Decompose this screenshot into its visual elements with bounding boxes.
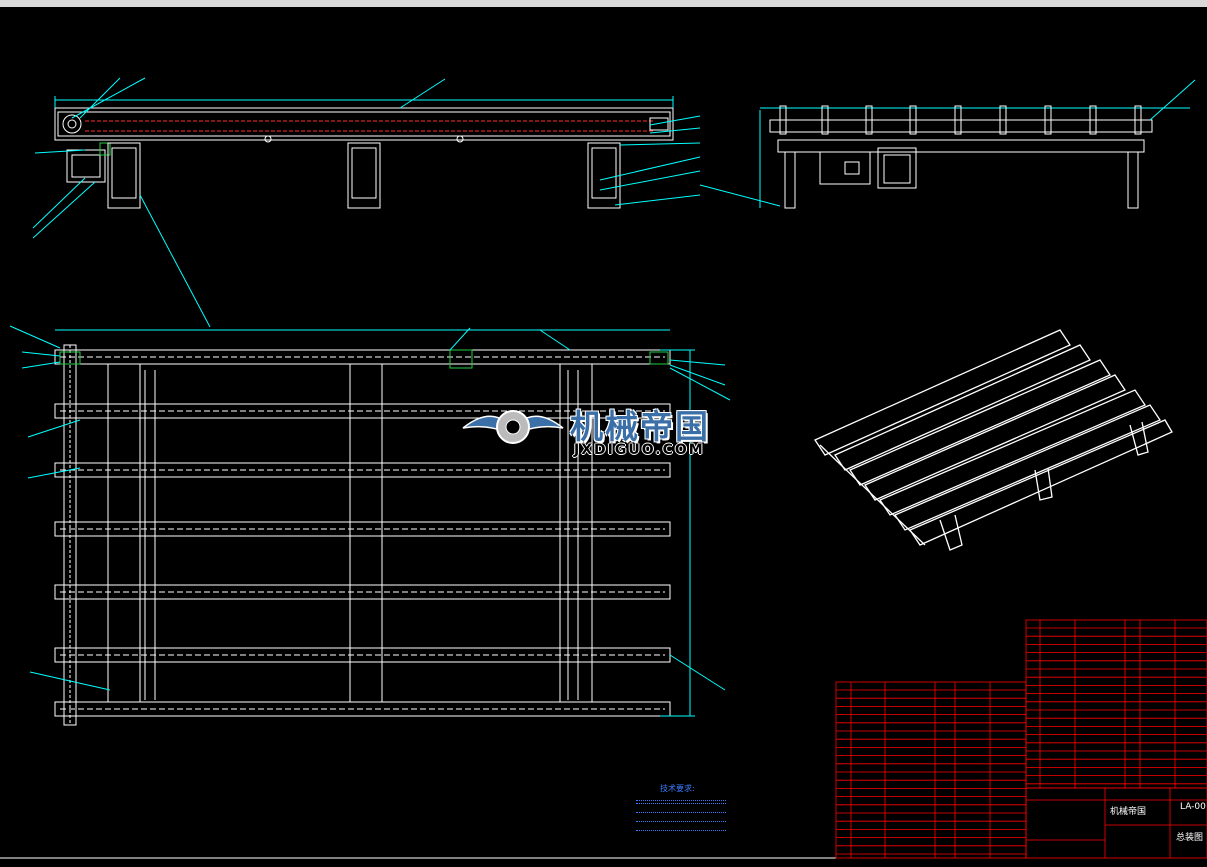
front-elevation-view — [32, 77, 701, 328]
bom-table — [835, 619, 1207, 859]
side-elevation-view — [699, 79, 1196, 209]
plan-rails — [54, 349, 671, 717]
title-block — [1025, 787, 1207, 859]
technical-requirements: 技术要求: — [636, 784, 726, 839]
title-block-company: 机械帝国 — [1110, 807, 1147, 817]
gear-wings-icon — [462, 410, 564, 444]
technical-requirements-heading: 技术要求: — [660, 784, 695, 793]
cad-drawing-canvas[interactable] — [0, 7, 1207, 867]
title-block-name: 总装图 — [1176, 833, 1204, 843]
plan-frames — [107, 363, 593, 703]
isometric-view — [814, 329, 1173, 551]
application-top-bar — [0, 0, 1207, 7]
plan-view — [9, 325, 731, 726]
watermark-url: JXDIGUO.COM — [574, 442, 705, 458]
watermark-logo: 机械帝国 JXDIGUO.COM — [458, 398, 758, 468]
title-block-drawing-no: LA-00 — [1180, 802, 1206, 812]
watermark-title: 机械帝国 — [570, 407, 710, 446]
